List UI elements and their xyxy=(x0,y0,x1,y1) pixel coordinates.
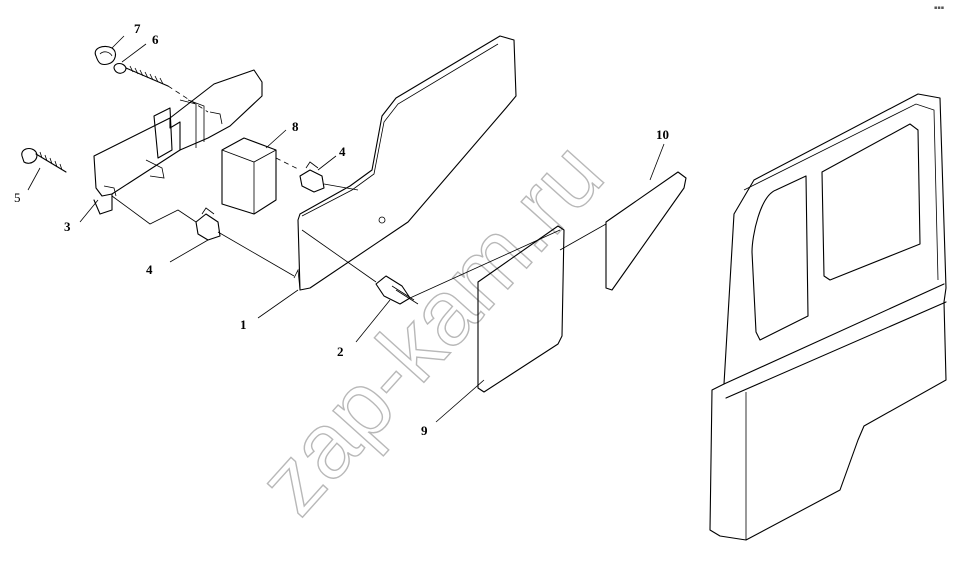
part-10-window xyxy=(605,171,687,291)
part-9-panel xyxy=(477,225,565,393)
leader-lines xyxy=(27,35,665,423)
part-8-block xyxy=(221,137,277,215)
callout-3: 3 xyxy=(64,219,71,234)
callout-4-upper: 4 xyxy=(339,144,346,159)
callout-1: 1 xyxy=(240,317,247,332)
door-outline xyxy=(709,93,947,541)
part-7-cap xyxy=(94,45,117,66)
watermark-text: zap-kam.ru xyxy=(239,123,623,533)
callout-5: 5 xyxy=(14,190,21,205)
callout-7: 7 xyxy=(134,21,141,36)
callout-8: 8 xyxy=(292,119,299,134)
part-1-panel xyxy=(293,35,517,291)
callout-6: 6 xyxy=(152,32,159,47)
part-6-screw xyxy=(113,62,169,87)
callout-4-lower: 4 xyxy=(146,262,153,277)
part-3-bracket xyxy=(93,69,263,215)
callout-labels: 7 6 8 4 5 3 4 1 2 9 10 xyxy=(14,21,669,438)
callout-9: 9 xyxy=(421,423,428,438)
part-5-bolt xyxy=(21,147,67,173)
corner-mark: ▪▪▪ xyxy=(934,5,944,11)
part-4-clip-upper xyxy=(299,161,325,193)
callout-10: 10 xyxy=(656,127,669,142)
part-4-clip-lower xyxy=(195,207,221,241)
callout-2: 2 xyxy=(337,344,344,359)
